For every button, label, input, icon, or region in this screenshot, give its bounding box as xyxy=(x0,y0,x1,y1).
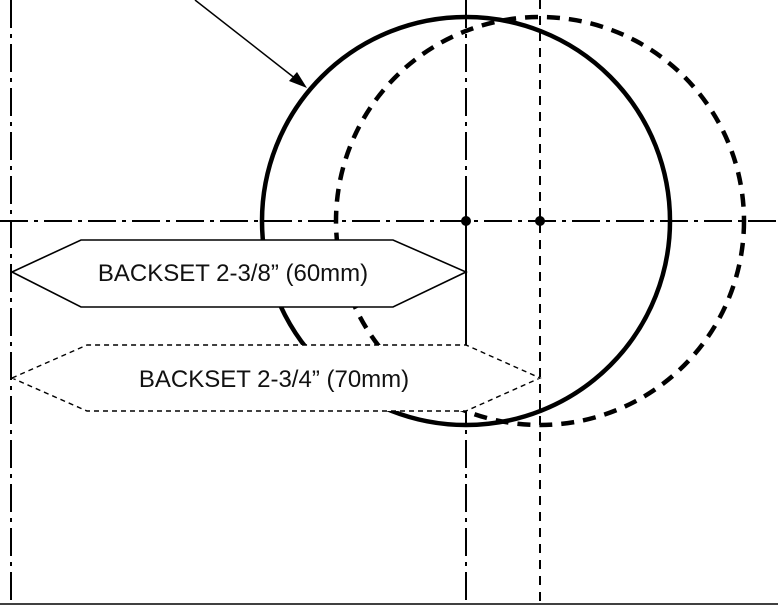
backset-70mm-label: BACKSET 2-3/4” (70mm) xyxy=(139,366,409,393)
backset-60mm-label: BACKSET 2-3/8” (60mm) xyxy=(98,260,368,287)
center-point-60mm xyxy=(461,216,471,226)
backset-60mm-arrow xyxy=(10,239,468,308)
center-point-70mm xyxy=(535,216,545,226)
leader-arrow-line xyxy=(194,0,302,84)
bore-circle-70mm xyxy=(333,14,747,428)
backset-70mm-arrow xyxy=(10,344,542,412)
leader-arrowhead xyxy=(289,72,307,88)
